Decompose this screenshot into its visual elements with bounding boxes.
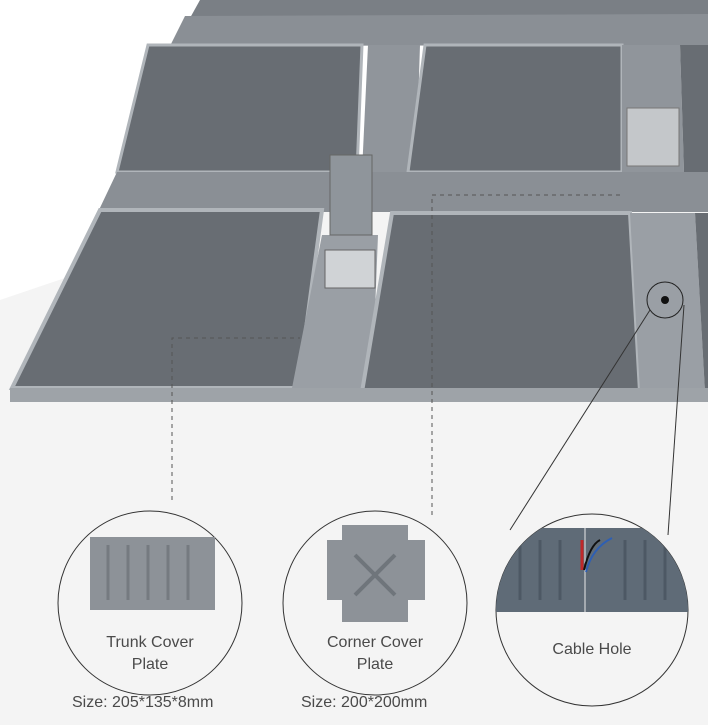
leader-corner [431,194,620,515]
trunk-cover-plate-size: Size: 205*135*8mm [72,694,214,711]
floor-row-stringer [98,172,708,212]
floor-row-back [190,0,708,18]
floor-panel [695,213,708,392]
floor-panel [680,45,708,172]
trunk-strip [362,45,420,172]
floor-panel [115,43,364,174]
corner-cover-plate-label: Corner Cover Plate [295,632,455,676]
label-line: Plate [131,656,169,673]
cable-hole-label: Cable Hole [512,639,672,661]
leader-cable-right [667,304,685,536]
leader-trunk [171,337,300,500]
cable-hole [661,296,669,304]
trunk-cover-plate-label: Trunk Cover Plate [70,632,230,676]
floor-row-stringer [170,14,708,46]
outlet-lid [329,154,373,236]
floor-panel [406,43,624,174]
outlet-box [626,107,680,167]
leader-cable-left [509,309,651,531]
label-line: Trunk Cover [106,634,194,651]
cable-hole-marker [646,281,684,319]
outlet-box [324,249,376,289]
label-line: Plate [356,656,394,673]
floor-panel [359,211,643,394]
cable-hole-image [496,528,688,612]
floor-edge [10,388,708,402]
label-line: Cable Hole [552,641,632,658]
corner-cover-plate-size: Size: 200*200mm [301,694,428,711]
label-line: Corner Cover [326,634,424,651]
trunk-cover-plate-image [90,537,215,610]
